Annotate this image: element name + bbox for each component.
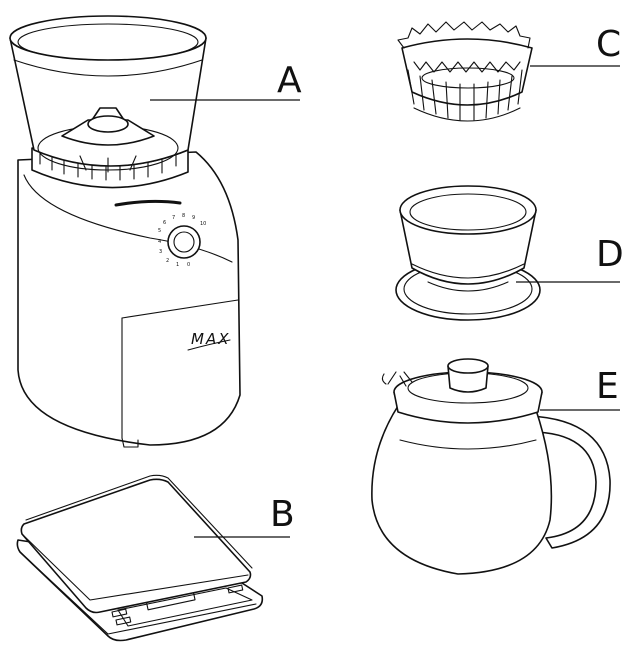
svg-text:4: 4 (158, 239, 161, 245)
svg-text:0: 0 (187, 262, 190, 268)
svg-text:5: 5 (158, 228, 161, 234)
svg-text:3: 3 (159, 249, 162, 255)
svg-text:8: 8 (182, 213, 185, 219)
coffee-dripper (395, 185, 541, 321)
grinder-max-text: MAX (191, 330, 230, 348)
svg-text:7: 7 (172, 215, 175, 221)
kitchen-scale (16, 474, 264, 642)
coffee-grinder: 5 6 7 8 9 10 4 3 2 1 0 MAX (9, 15, 241, 448)
grind-dial: 5 6 7 8 9 10 4 3 2 1 0 (158, 213, 206, 268)
label-e: E (596, 366, 619, 407)
svg-text:1: 1 (176, 262, 179, 268)
label-b: B (270, 494, 295, 535)
paper-filter (397, 21, 533, 122)
coffee-carafe (371, 358, 611, 575)
svg-text:10: 10 (200, 221, 206, 227)
svg-text:9: 9 (192, 215, 195, 221)
label-a: A (277, 60, 302, 101)
label-d: D (596, 234, 624, 275)
label-c: C (596, 24, 621, 65)
svg-text:6: 6 (163, 220, 166, 226)
svg-text:2: 2 (166, 258, 169, 264)
